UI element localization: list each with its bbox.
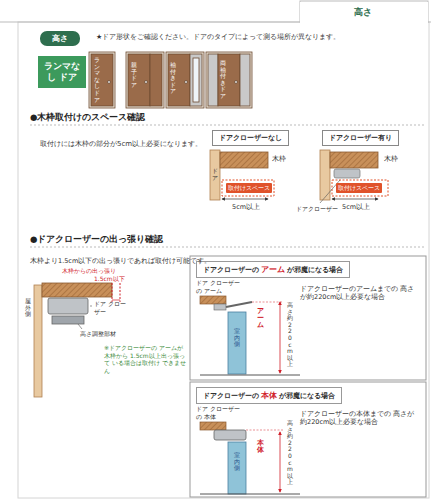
door-label: 両袖付きドア [220, 60, 226, 100]
section-title: ●ドアクローザーの出っ張り確認 [30, 234, 163, 245]
section-pill: 高さ [40, 31, 80, 46]
node-text: ドアクローザー有り [329, 134, 392, 142]
note-text: ドアクローザーの本体までの 高さが約220cm以上必要な場合 [300, 410, 418, 426]
node-text: ドアクローザーの [203, 392, 259, 400]
part-label: 高さ調整部材 [80, 330, 116, 338]
dimension: 高さ約220cm以上 [287, 420, 293, 486]
node-text: 高さ [354, 7, 372, 17]
door-label: 袖付きドア [170, 62, 176, 95]
node-text: が邪魔になる場合 [287, 266, 343, 274]
case-header: ドアクローザー有り [322, 130, 399, 146]
space-label: 取付けスペース [226, 183, 272, 193]
space-label: 取付けスペース [336, 183, 382, 193]
node-text: アーム [261, 265, 285, 274]
node-text: 本体 [261, 391, 277, 400]
door-label: ランマなしドア [94, 57, 100, 103]
dimension: 5cm以上 [232, 203, 260, 211]
node-text: ランマなし ドア [41, 61, 83, 83]
side-label: 屋外側 [25, 298, 31, 318]
node-text: が邪魔になる場合 [279, 392, 335, 400]
dimension: 本体 [257, 440, 264, 454]
case-header: ドアクローザーなし [212, 130, 289, 146]
note-text: 取付けには木枠の部分が5cm以上必要になります。 [40, 140, 202, 149]
part-label: ドア クローザーの 本体 [196, 405, 240, 420]
dimension: 木枠からの出っ張り [62, 267, 116, 275]
tab-header: 高さ [300, 2, 428, 23]
section-title: ●木枠取付けのスペース確認 [30, 112, 145, 123]
warning-note: ※ドアクローザーの アームが木枠から 1.5cm以上出っ張って いる場合は取付け… [104, 344, 188, 374]
node-text: ドアクローザーなし [219, 134, 282, 142]
door-label: 親子ドア [131, 62, 137, 88]
dimension: 1.5cm以下 [94, 275, 125, 283]
panel-heading: ドアクローザーの本体が邪魔になる場合 [196, 387, 342, 404]
part-label: ドア クローザーの アーム [196, 279, 240, 294]
dimension: 5cm以上 [342, 203, 370, 211]
dimension: アーム [257, 308, 264, 329]
side-label: 室内側 [234, 452, 240, 472]
part-label: 木枠 [272, 155, 286, 163]
door-type-box: ランマなし ドア [38, 56, 86, 88]
node-text: ドアクローザーの [203, 266, 259, 274]
node-text: 高さ [52, 34, 68, 43]
side-label: 室内側 [234, 328, 240, 348]
part-label: 木枠 [384, 155, 398, 163]
note-text: ドアクローザーのアームまでの 高さが約220cm以上必要な場合 [300, 285, 418, 301]
note-text: ★ドア形状をご確認ください。ドアのタイプによって測る場所が異なります。 [96, 33, 340, 42]
panel-heading: ドアクローザーのアームが邪魔になる場合 [196, 261, 350, 278]
dimension: 高さ約220cm以上 [287, 302, 293, 368]
note-text: 木枠より1.5cm以下の出っ張りであれば取付け可能です。 [30, 257, 211, 265]
part-label: ドアクローザー [296, 205, 338, 213]
part-label: ドア クローザー [94, 300, 130, 315]
part-label: ドア [212, 168, 218, 181]
